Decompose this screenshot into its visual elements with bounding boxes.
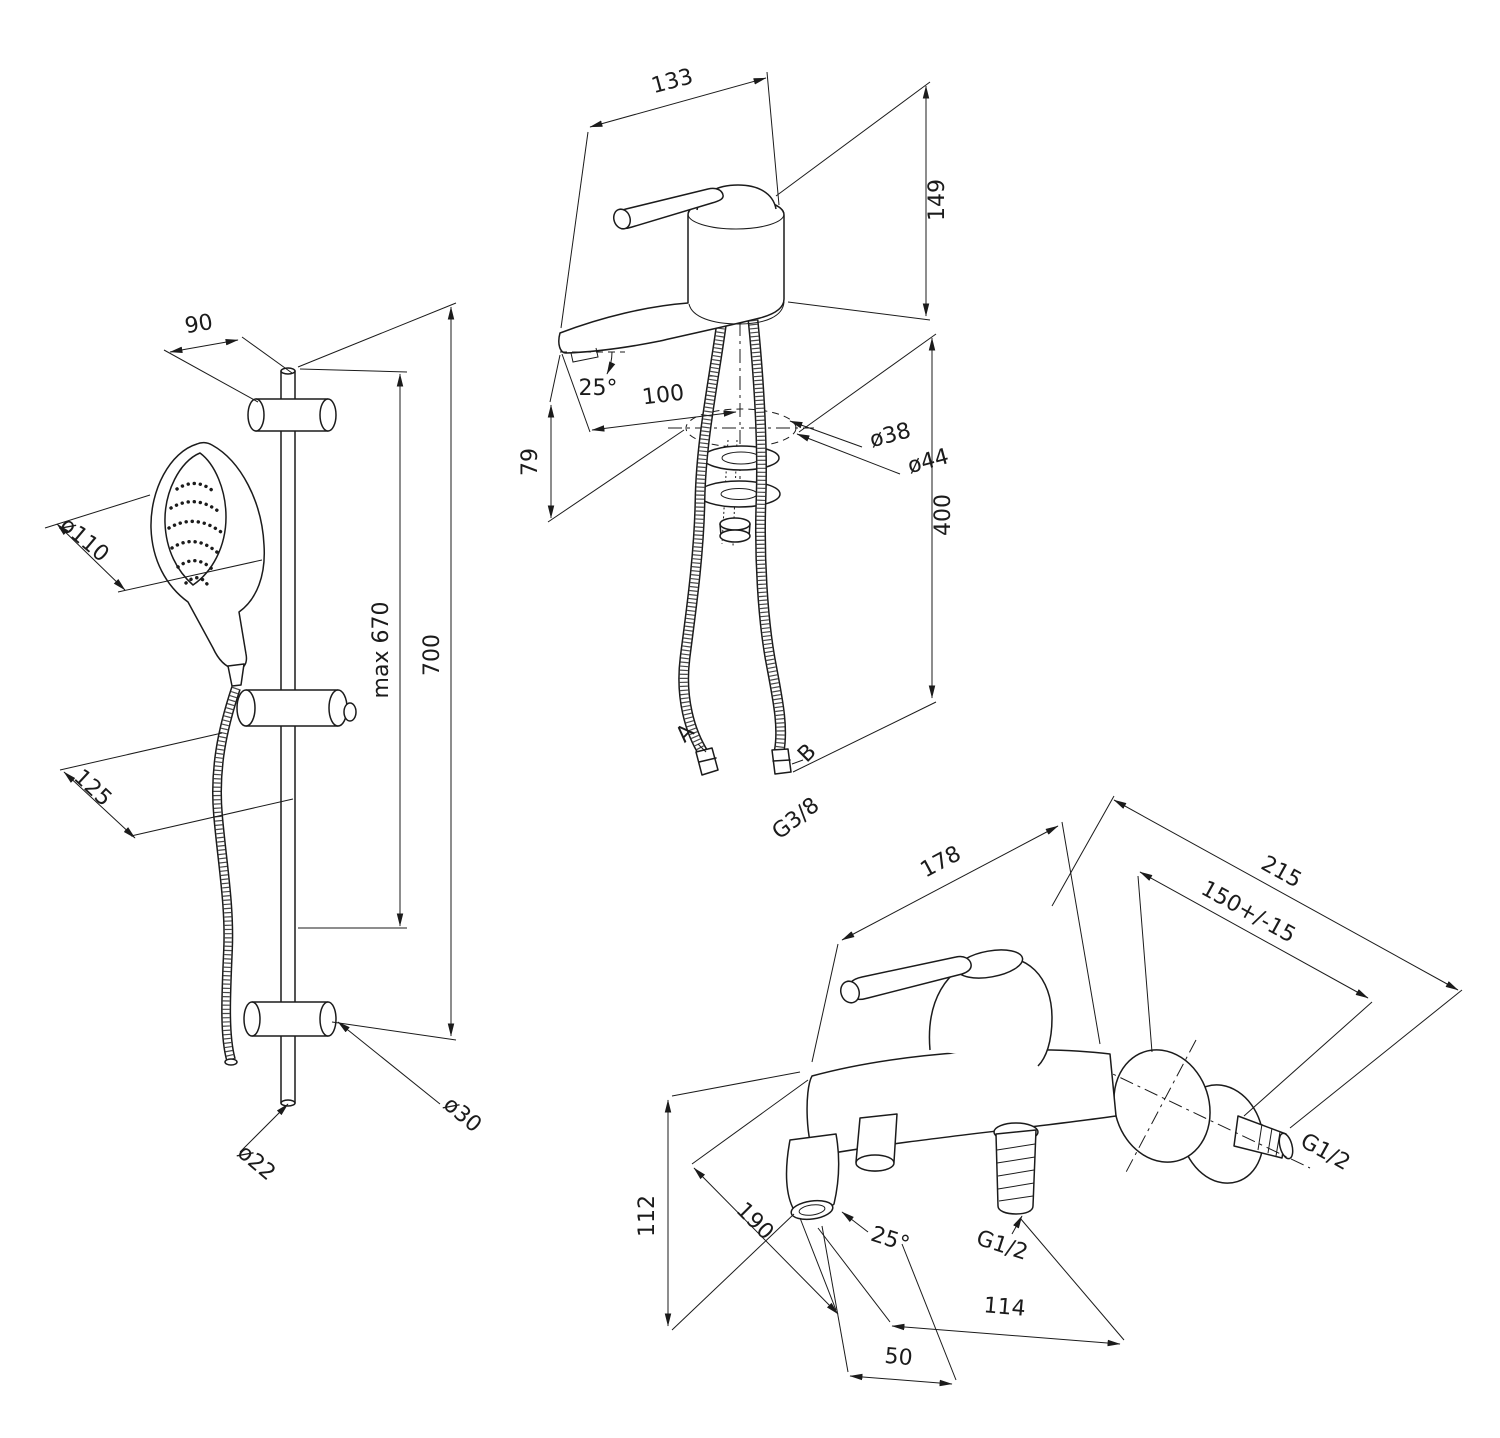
dim-label-25deg-basin: 25° — [579, 376, 618, 401]
dim-hole-diameters: ø38 ø44 — [789, 418, 952, 479]
wall-thread-label: G1/2 — [1296, 1129, 1354, 1176]
dim-label-125: 125 — [69, 765, 117, 812]
wall-connections — [1095, 1039, 1311, 1184]
dim-label-400: 400 — [931, 494, 956, 536]
rail-slider-holder — [236, 689, 357, 727]
dim-label-100: 100 — [641, 381, 686, 411]
bath-mixer: 178 215 150+/-15 G1/2 112 190 — [635, 795, 1463, 1387]
shower-rail-set: 90 ø110 125 max 670 700 ø22 — [44, 302, 486, 1186]
mounting-hardware — [668, 322, 814, 547]
hose-label-b: B — [793, 739, 821, 767]
dim-spout-height: 79 — [518, 354, 685, 523]
dim-label-79: 79 — [518, 448, 543, 476]
dim-label-178: 178 — [917, 841, 966, 883]
hose-thread-label: G3/8 — [768, 793, 825, 845]
dim-label-190: 190 — [731, 1198, 778, 1245]
dim-label-d44: ø44 — [905, 444, 952, 479]
dim-spout-angle-bath: 25° — [841, 1211, 912, 1258]
dim-label-112: 112 — [635, 1195, 660, 1237]
dim-label-50: 50 — [884, 1344, 914, 1371]
rail-top-bracket — [247, 398, 337, 432]
dim-bracket-diameter: ø30 — [337, 1021, 486, 1138]
dim-bracket-offset: 90 — [163, 310, 293, 403]
hose-callouts: A B G3/8 — [671, 719, 824, 845]
hand-shower — [150, 441, 266, 687]
outlet-thread-label: G1/2 — [973, 1226, 1031, 1266]
rail-bottom-bracket — [243, 1001, 337, 1037]
dim-bar-diameter: ø22 — [232, 1103, 289, 1186]
supply-hoses — [678, 319, 792, 776]
dim-bar-length: 700 — [297, 302, 457, 1041]
dim-label-max-670: max 670 — [369, 602, 394, 699]
dim-label-d30: ø30 — [438, 1092, 486, 1138]
dim-label-215: 215 — [1257, 851, 1306, 893]
dim-height-149: 149 — [775, 81, 950, 321]
dim-label-90: 90 — [183, 310, 215, 339]
diverter-knob — [855, 1113, 898, 1172]
shower-outlet — [993, 1122, 1039, 1215]
shower-hose — [211, 686, 241, 1066]
dim-label-d38: ø38 — [867, 418, 914, 453]
dim-hose-offset: 125 — [59, 732, 294, 839]
bath-mixer-body — [806, 949, 1117, 1157]
dim-label-d22: ø22 — [232, 1140, 280, 1186]
basin-mixer-body — [558, 184, 785, 363]
outlet-thread-callout: G1/2 — [973, 1215, 1031, 1266]
dim-label-114: 114 — [983, 1293, 1027, 1322]
dim-spout-to-outlet: 114 — [817, 1217, 1125, 1347]
dim-hose-length: 400 — [792, 333, 956, 773]
dim-label-700: 700 — [420, 634, 445, 676]
dim-overall-width: 215 — [1051, 795, 1463, 1129]
dim-label-133: 133 — [649, 64, 696, 99]
dim-label-d110: ø110 — [55, 513, 114, 568]
dim-label-149: 149 — [925, 179, 950, 221]
bath-spout — [785, 1133, 840, 1221]
shower-rail-bar — [280, 367, 296, 1107]
dim-spout-reach: 100 — [561, 353, 737, 433]
dim-outlet-offset: 50 — [821, 1225, 957, 1387]
dim-spout-angle-basin: 25° — [560, 351, 625, 401]
dim-max-slider-height: max 670 — [298, 368, 408, 929]
basin-mixer: 133 149 25° 100 79 ø38 ø44 — [518, 64, 956, 845]
dim-height-112: 112 — [635, 1071, 801, 1331]
